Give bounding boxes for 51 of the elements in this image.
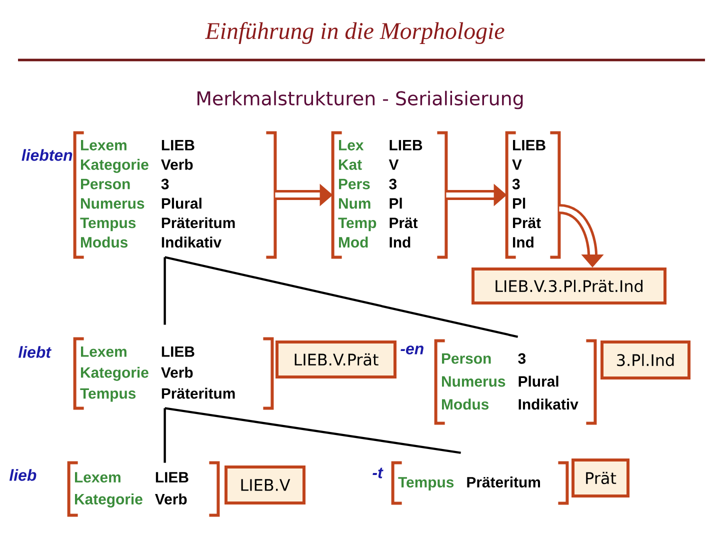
node-label: Verb — [155, 494, 187, 504]
result-box: Prät — [572, 458, 630, 498]
node-label: Lexem — [81, 346, 126, 357]
tree-line — [164, 407, 461, 454]
feature-matrix: Lexem LIEB Kategorie Verb Person 3 Numerus Plural Tempus Präteritum Modus Indikativ — [73, 131, 277, 259]
slide-title: Merkmalstrukturen - Serialisierung — [198, 90, 523, 110]
node-label: 3 — [161, 178, 169, 190]
node-label: Verb — [161, 158, 193, 170]
word-label: liebten — [22, 149, 72, 161]
result-box: LIEB.V.3.Pl.Prät.Ind — [472, 268, 666, 304]
node-label: Kategorie — [81, 366, 148, 381]
node-label: Lexem — [81, 140, 126, 150]
feature-matrix: Person 3 Numerus Plural Modus Indikativ — [434, 339, 597, 425]
node-label: Plural — [518, 376, 558, 387]
node-label: Indikativ — [518, 398, 578, 410]
node-label: Person — [81, 178, 130, 190]
result-box: LIEB.V.Prät — [276, 340, 396, 378]
node-label: Numerus — [81, 198, 144, 209]
node-label: Verb — [161, 366, 193, 378]
node-label: Tempus — [80, 218, 136, 232]
node-label: Numerus — [442, 376, 506, 387]
node-label: Lexem — [75, 472, 120, 483]
node-label: LIEB — [156, 472, 188, 482]
node-label: LIEB — [162, 140, 194, 150]
node-label: Präteritum — [162, 217, 235, 228]
feature-matrix: Tempus Präteritum — [391, 461, 569, 505]
node-label: Indikativ — [162, 236, 222, 248]
node-label: LIEB — [162, 346, 194, 357]
node-label: Tempus — [80, 388, 136, 402]
feature-matrix: Lexem LIEB Kategorie Verb — [67, 461, 220, 517]
tree-line — [164, 408, 166, 463]
word-label: liebt — [18, 346, 52, 358]
node-label: Kategorie — [81, 158, 148, 173]
word-label: -en — [400, 346, 424, 354]
node-label: Person — [442, 353, 491, 364]
word-label: -t — [372, 468, 384, 478]
node-label: Plural — [162, 198, 202, 209]
tree-line — [164, 256, 518, 338]
tree-line — [164, 257, 166, 325]
header-title: Einführung in die Morphologie — [204, 22, 504, 44]
result-box: LIEB.V — [224, 466, 306, 504]
node-label: Präteritum — [162, 388, 235, 399]
node-label: Kategorie — [75, 494, 142, 508]
feature-matrix: LIEB V 3 Pl Prät Ind — [505, 131, 561, 259]
feature-matrix: Lexem LIEB Kategorie Verb Tempus Präteritum — [73, 337, 274, 410]
result-box: 3.Pl.Ind — [600, 340, 690, 380]
node-label: Modus — [442, 398, 489, 410]
word-label: lieb — [9, 469, 36, 481]
feature-matrix: Lex LIEB Kat V Pers 3 Num Pl Temp Prät Mod Ind — [331, 131, 448, 259]
node-label: Modus — [81, 236, 128, 248]
node-label: 3 — [518, 353, 526, 364]
